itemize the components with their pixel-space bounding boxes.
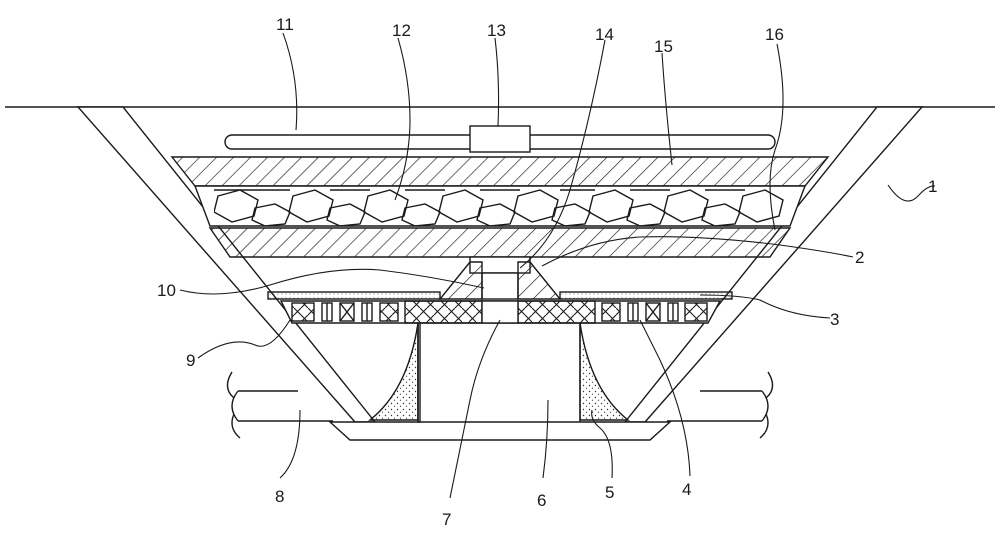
left-dotted-fillet <box>367 322 419 421</box>
label-13: 13 <box>487 21 506 40</box>
left-support-plate <box>226 371 333 439</box>
right-dotted-fillet <box>579 322 631 421</box>
label-9: 9 <box>186 351 195 370</box>
label-8: 8 <box>275 487 284 506</box>
label-10: 10 <box>157 281 176 300</box>
left-wedge <box>438 261 483 300</box>
leader-lines <box>179 32 936 499</box>
column-insert-10 <box>481 272 519 300</box>
label-12: 12 <box>392 21 411 40</box>
label-5: 5 <box>605 483 614 502</box>
label-2: 2 <box>855 248 864 267</box>
right-wedge <box>517 261 562 300</box>
label-16: 16 <box>765 25 784 44</box>
weave-center-right <box>517 300 596 324</box>
label-4: 4 <box>682 480 691 499</box>
cell-layer-hexagons <box>214 189 784 226</box>
center-column-7 <box>481 300 519 324</box>
label-14: 14 <box>595 25 614 44</box>
left-thin-plate <box>267 291 441 300</box>
cell-layer <box>193 185 807 227</box>
top-connector <box>469 125 531 153</box>
weave-center-left <box>404 300 483 324</box>
weave-blocks <box>291 302 708 322</box>
label-15: 15 <box>654 37 673 56</box>
upper-hatched-layer <box>170 156 830 187</box>
label-6: 6 <box>537 491 546 510</box>
lower-hatched-layer <box>208 227 792 258</box>
right-support-plate <box>667 371 774 439</box>
label-1: 1 <box>928 177 937 196</box>
label-7: 7 <box>442 510 451 529</box>
label-3: 3 <box>830 310 839 329</box>
base-plate <box>328 421 672 441</box>
label-11: 11 <box>276 15 294 34</box>
left-wall <box>76 106 377 423</box>
